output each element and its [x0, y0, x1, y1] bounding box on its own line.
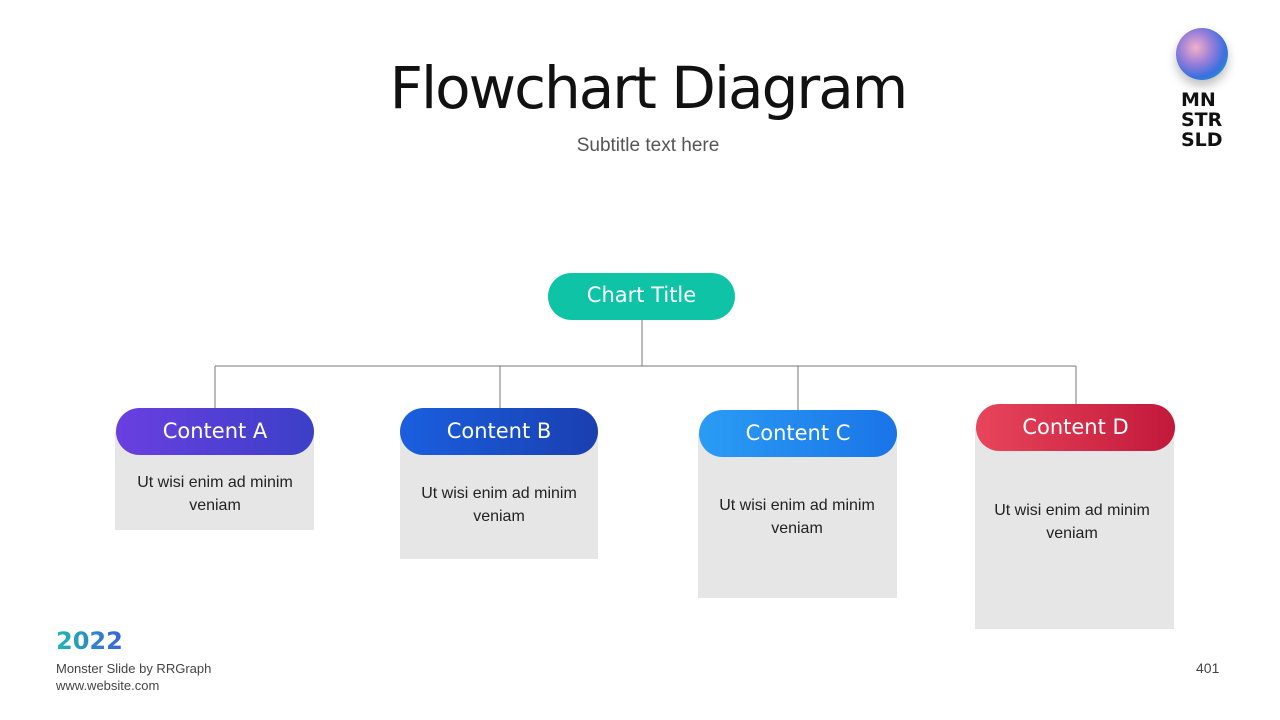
slide-title: Flowchart Diagram	[389, 54, 909, 122]
content-header-b: Content B	[400, 408, 598, 455]
logo-line: SLD	[1181, 129, 1223, 151]
root-node: Chart Title	[548, 273, 735, 320]
content-text-d: Ut wisi enim ad minim veniam	[994, 502, 1150, 542]
content-text-a: Ut wisi enim ad minim veniam	[137, 474, 293, 514]
logo-line: STR	[1181, 109, 1223, 131]
logo-line: MN	[1181, 89, 1216, 111]
footer-credit: Monster Slide by RRGraph	[56, 661, 212, 676]
content-text-c: Ut wisi enim ad minim veniam	[719, 497, 875, 537]
content-card-d	[975, 428, 1174, 629]
page-number: 401	[1196, 660, 1220, 676]
content-card-c	[698, 434, 897, 598]
logo-orb-icon	[1176, 28, 1228, 80]
content-text-b: Ut wisi enim ad minim veniam	[421, 485, 577, 525]
logo-wordmark: MN STR SLD	[1181, 90, 1241, 150]
brand-logo: MN STR SLD	[1172, 28, 1234, 150]
slide-subtitle: Subtitle text here	[576, 135, 720, 156]
footer-year: 2022	[56, 627, 123, 655]
content-header-a: Content A	[116, 408, 314, 455]
content-header-d: Content D	[976, 404, 1175, 451]
content-header-c: Content C	[699, 410, 897, 457]
footer-website: www.website.com	[56, 678, 160, 693]
